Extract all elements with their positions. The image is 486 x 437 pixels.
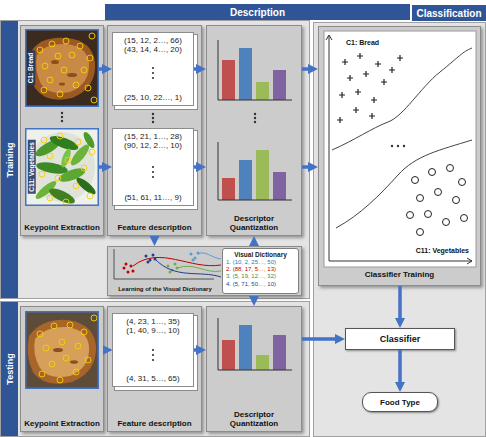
- class-tag: C1: Bread: [26, 29, 37, 107]
- header-tab: Classification: [412, 5, 486, 21]
- food-image: C1: Bread: [25, 29, 99, 107]
- cluster-plot: [114, 249, 221, 279]
- box-label: Descriptor Quantization: [209, 214, 299, 232]
- feature-vector: (4, 31, 5…, 65): [126, 374, 179, 383]
- class-label: C11: Vegetables: [28, 140, 36, 194]
- dictionary-scroll: Visual Dictionary1. (10, 2, 25…, 50)2. (…: [222, 248, 299, 294]
- box-label: Descriptor Quantization: [209, 410, 299, 428]
- descriptor-card: (15, 12, 2…, 66)(43, 14, 4…, 20) (25, 10,…: [112, 32, 194, 106]
- flow-arrow: [99, 67, 105, 71]
- feature-vector: (90, 12, 2…, 10): [124, 141, 182, 150]
- section-header: Classification: [416, 8, 481, 19]
- section-header: Description: [230, 7, 285, 18]
- classifier-box: Classifier: [345, 328, 455, 350]
- dictionary-entry: 1. (10, 2, 25…, 50): [226, 259, 295, 266]
- flow-arrow: [398, 350, 402, 385]
- flow-arrow: [398, 286, 402, 321]
- box-label: Feature description: [117, 223, 191, 232]
- testing-panel: TestingKeypoint Extraction Feature descri…: [0, 301, 310, 437]
- dictionary-entry: 3. (5, 19, 12…, 32): [226, 273, 295, 280]
- histogram: [218, 40, 292, 370]
- class-label: C1: Bread: [346, 39, 379, 47]
- feature-vector: (15, 21, 1…, 28): [124, 132, 182, 141]
- class-tag: C11: Vegetables: [26, 128, 37, 206]
- feature-vector: (43, 14, 4…, 20): [124, 45, 182, 54]
- vegetable-photo: [25, 128, 99, 206]
- box-label: Feature description: [117, 419, 191, 428]
- band-label: Training: [5, 142, 15, 177]
- dictionary-title: Visual Dictionary: [226, 251, 295, 259]
- classification-panel: ClassificationC1: BreadC11: VegetablesCl…: [313, 22, 486, 437]
- flow-arrow: [104, 348, 106, 352]
- flow-arrow: [194, 165, 199, 169]
- flow-arrow: [252, 243, 256, 246]
- training-panel: TrainingKeypoint Extraction C1: BreadC11:…: [0, 20, 310, 299]
- quantization-box: Descriptor Quantization: [206, 306, 302, 432]
- box-label: Food Type: [380, 398, 420, 407]
- flow-arrow: [153, 236, 157, 239]
- plot-area: C1: BreadC11: Vegetables: [324, 31, 475, 267]
- descriptor-card: (15, 21, 1…, 28)(90, 12, 2…, 10) (51, 61,…: [112, 128, 194, 206]
- section-header: Description: [105, 4, 410, 20]
- feature-vector: (4, 23, 1…, 35): [126, 317, 179, 326]
- decision-plot: [324, 31, 476, 267]
- band-label: Testing: [5, 353, 15, 384]
- flow-arrow: [302, 165, 311, 169]
- bread-photo: [25, 29, 99, 107]
- dictionary-entry: 2. (88, 17, 5…, 13): [226, 266, 295, 273]
- flow-arrow: [252, 296, 256, 299]
- dictionary-entry: 4. (5, 71, 50…, 10): [226, 281, 295, 288]
- quantization-box: Descriptor Quantization: [206, 25, 302, 236]
- keypoint-box: Keypoint Extraction: [20, 306, 104, 432]
- side-band: Testing: [1, 302, 18, 436]
- result-box: Food Type: [362, 392, 438, 412]
- flow-arrow: [194, 67, 199, 71]
- flow-arrow: [302, 67, 311, 71]
- feature-vector: (1, 40, 9…, 10): [126, 326, 179, 335]
- box-label: Keypoint Extraction: [24, 419, 100, 428]
- box-label: Learning of the Visual Dictionary: [111, 286, 219, 293]
- box-label: Keypoint Extraction: [24, 223, 100, 232]
- food-image: C11: Vegetables: [25, 128, 99, 206]
- test-photo: [25, 311, 99, 389]
- flow-arrow: [302, 337, 338, 341]
- feature-box: Feature description (15, 12, 2…, 66)(43, …: [107, 25, 202, 236]
- dictionary-box: Learning of the Visual DictionaryVisual …: [107, 246, 302, 296]
- class-label: C11: Vegetables: [416, 247, 469, 255]
- flow-arrow: [194, 348, 199, 352]
- keypoint-box: Keypoint Extraction C1: BreadC11: Vegetab…: [20, 25, 104, 236]
- feature-vector: (25, 10, 22…, 1): [124, 93, 182, 102]
- box-label: Classifier: [380, 334, 421, 344]
- classifier-training-box: C1: BreadC11: VegetablesClassifier Train…: [318, 26, 481, 286]
- feature-box: Feature description (4, 23, 1…, 35)(1, 40…: [107, 306, 202, 432]
- ellipsis-dots: [61, 67, 256, 361]
- feature-vector: (15, 12, 2…, 66): [124, 36, 182, 45]
- descriptor-card: (4, 23, 1…, 35)(1, 40, 9…, 10) (4, 31, 5……: [112, 313, 194, 387]
- feature-vector: (51, 61, 11…, 9): [124, 193, 181, 202]
- box-label: Classifier Training: [365, 270, 434, 279]
- side-band: Training: [1, 21, 18, 298]
- class-label: C1: Bread: [28, 51, 36, 86]
- flow-arrow: [99, 165, 105, 169]
